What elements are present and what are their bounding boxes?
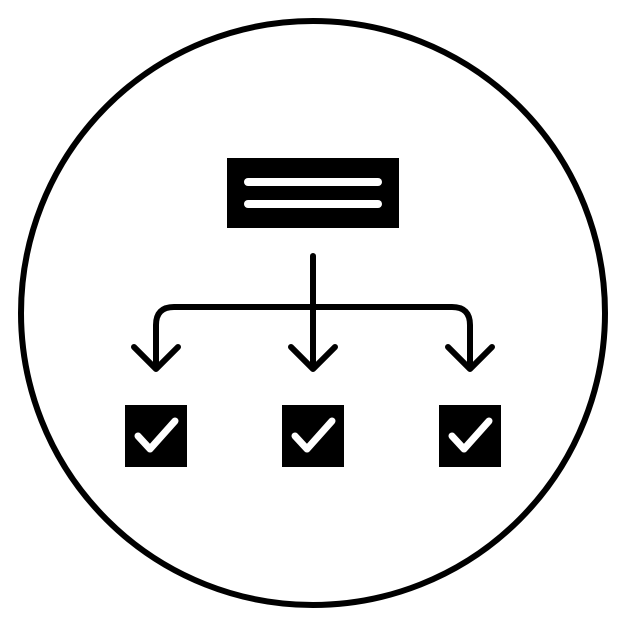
arrow-left-icon: [131, 344, 181, 372]
outer-circle: [18, 18, 608, 608]
arrow-middle-icon: [288, 344, 338, 372]
arrowheads: [131, 344, 495, 372]
document-header-icon: [227, 158, 399, 228]
branch-connectors: [153, 253, 473, 368]
arrow-right-icon: [445, 344, 495, 372]
checkbox-right-icon: [439, 405, 501, 467]
checkbox-left-icon: [125, 405, 187, 467]
checkbox-middle-icon: [282, 405, 344, 467]
